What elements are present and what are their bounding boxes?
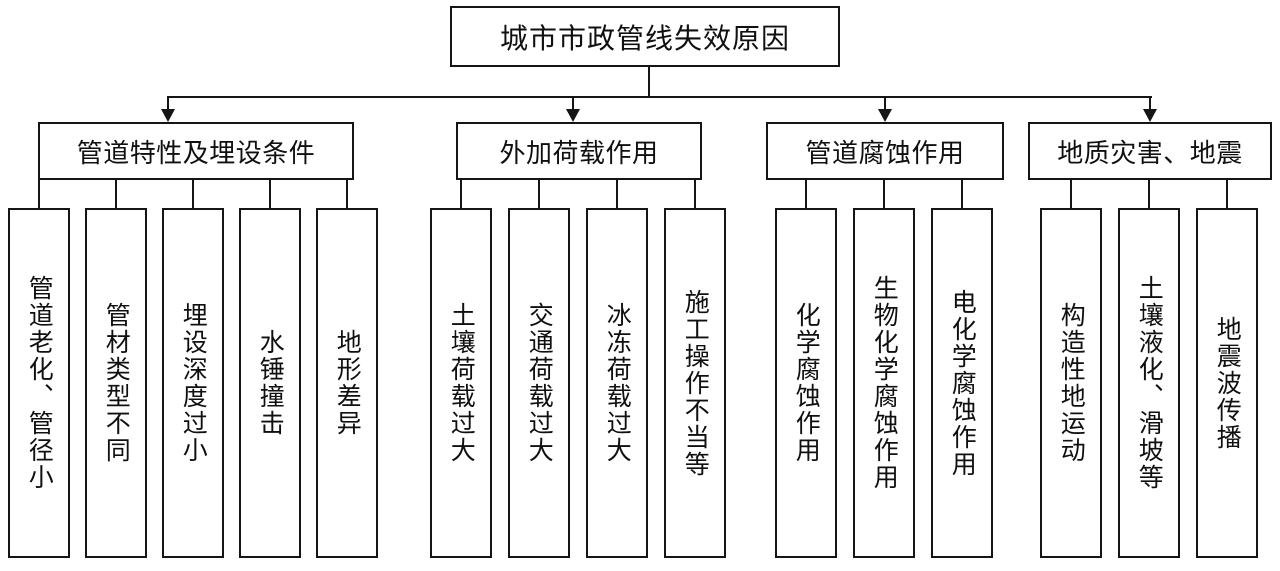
leaf-node-water-hammer-impact[interactable]: 水锤撞击 [239, 208, 301, 558]
branch-line-4 [1149, 96, 1151, 110]
leaf-label: 地形差异 [333, 329, 363, 437]
leaf-label: 土壤液化、滑坡等 [1135, 275, 1165, 491]
leaf-stem-1-4 [269, 180, 271, 208]
leaf-stem-2-1 [460, 180, 462, 208]
leaf-label: 地震波传播 [1213, 315, 1243, 451]
leaf-node-different-pipe-material[interactable]: 管材类型不同 [85, 208, 147, 558]
leaf-label: 电化学腐蚀作用 [948, 288, 978, 478]
leaf-label: 埋设深度过小 [179, 302, 209, 464]
root-drop-line [648, 67, 650, 98]
category-node-pipe-characteristics[interactable]: 管道特性及埋设条件 [38, 122, 354, 180]
leaf-node-excessive-soil-load[interactable]: 土壤荷载过大 [430, 208, 492, 558]
leaf-node-excessive-traffic-load[interactable]: 交通荷载过大 [508, 208, 570, 558]
leaf-node-chemical-corrosion[interactable]: 化学腐蚀作用 [775, 208, 837, 558]
branch-line-1 [167, 96, 169, 110]
leaf-stem-2-2 [538, 180, 540, 208]
branch-line-2 [572, 96, 574, 110]
category-bus-line [168, 96, 1152, 98]
leaf-stem-3-2 [883, 180, 885, 208]
branch-line-3 [884, 96, 886, 110]
leaf-label: 施工操作不当等 [681, 288, 711, 478]
leaf-stem-3-1 [805, 180, 807, 208]
leaf-node-terrain-difference[interactable]: 地形差异 [316, 208, 378, 558]
leaf-stem-1-5 [346, 180, 348, 208]
category-node-external-load[interactable]: 外加荷载作用 [456, 122, 702, 180]
leaf-node-tectonic-ground-motion[interactable]: 构造性地运动 [1040, 208, 1102, 558]
leaf-label: 生物化学腐蚀作用 [870, 275, 900, 491]
leaf-label: 管材类型不同 [102, 302, 132, 464]
leaf-stem-3-3 [961, 180, 963, 208]
leaf-stem-2-4 [694, 180, 696, 208]
leaf-node-biochemical-corrosion[interactable]: 生物化学腐蚀作用 [853, 208, 915, 558]
leaf-stem-4-1 [1070, 180, 1072, 208]
leaf-stem-4-3 [1226, 180, 1228, 208]
category-node-pipe-corrosion[interactable]: 管道腐蚀作用 [766, 122, 1004, 180]
leaf-node-improper-construction[interactable]: 施工操作不当等 [664, 208, 726, 558]
leaf-node-shallow-burial-depth[interactable]: 埋设深度过小 [162, 208, 224, 558]
leaf-node-soil-liquefaction-landslide[interactable]: 土壤液化、滑坡等 [1118, 208, 1180, 558]
root-node-failure-causes[interactable]: 城市市政管线失效原因 [450, 6, 840, 67]
leaf-label: 交通荷载过大 [525, 302, 555, 464]
leaf-label: 水锤撞击 [256, 329, 286, 437]
leaf-stem-1-2 [115, 180, 117, 208]
branch-arrow-2 [566, 109, 580, 122]
leaf-label: 冰冻荷载过大 [603, 302, 633, 464]
leaf-label: 构造性地运动 [1057, 302, 1087, 464]
leaf-stem-2-3 [616, 180, 618, 208]
branch-arrow-3 [878, 109, 892, 122]
leaf-stem-1-3 [192, 180, 194, 208]
leaf-label: 化学腐蚀作用 [792, 302, 822, 464]
leaf-stem-4-2 [1148, 180, 1150, 208]
leaf-stem-1-1 [38, 180, 40, 208]
branch-arrow-1 [161, 109, 175, 122]
category-node-geohazard-earthquake[interactable]: 地质灾害、地震 [1028, 122, 1272, 180]
leaf-node-electrochemical-corrosion[interactable]: 电化学腐蚀作用 [931, 208, 993, 558]
leaf-node-seismic-wave-propagation[interactable]: 地震波传播 [1196, 208, 1258, 558]
branch-arrow-4 [1143, 109, 1157, 122]
leaf-label: 管道老化、管径小 [25, 275, 55, 491]
leaf-label: 土壤荷载过大 [447, 302, 477, 464]
leaf-node-excessive-freezing-load[interactable]: 冰冻荷载过大 [586, 208, 648, 558]
leaf-node-pipe-aging-small-diameter[interactable]: 管道老化、管径小 [8, 208, 70, 558]
